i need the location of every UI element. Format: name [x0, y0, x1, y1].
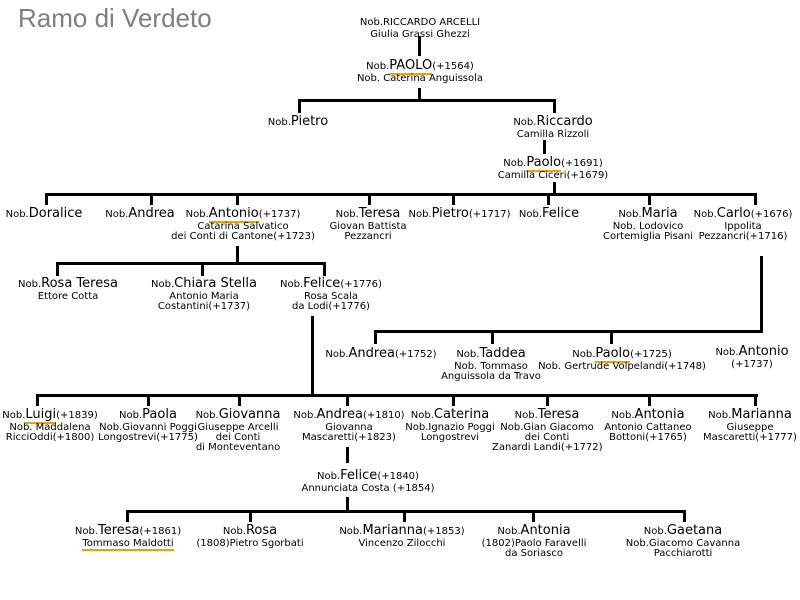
connector-line [543, 140, 546, 154]
person-paolo-1691: Nob.Paolo(+1691) Camilla Ciceri(+1679) [497, 155, 609, 181]
connector-line [418, 36, 421, 56]
person-marianna-1853: Nob.Marianna(+1853) Vincenzo Zilocchi [339, 523, 465, 549]
connector-line [452, 394, 455, 406]
connector-line [298, 99, 556, 102]
connector-line [754, 394, 757, 406]
connector-line [403, 510, 406, 522]
person-teresa: Nob.Teresa Giovan Battista Pezzancri [329, 206, 407, 242]
person-doralice: Nob.Doralice [5, 206, 83, 221]
person-felice-1840: Nob.Felice(+1840) Annunciata Costa (+185… [301, 468, 435, 494]
person-luigi-1839: Nob.Luigi(+1839) Nob. Maddalena RicciOdd… [2, 407, 98, 443]
connector-line [311, 316, 314, 397]
person-andrea: Nob.Andrea [105, 206, 175, 221]
connector-line [36, 394, 758, 397]
connector-line [754, 193, 757, 205]
connector-line [610, 330, 613, 344]
connector-line [418, 88, 421, 100]
person-antonia-2: Nob.Antonia (1802)Paolo Faravelli da Sor… [481, 523, 587, 559]
person-carlo-1676: Nob.Carlo(+1676) Ippolita Pezzancri(+171… [693, 206, 793, 242]
connector-line [56, 262, 59, 276]
connector-line [547, 193, 550, 205]
connector-line [346, 394, 349, 406]
connector-line [553, 182, 556, 194]
connector-line [298, 99, 301, 113]
connector-line [553, 99, 556, 113]
connector-line [36, 394, 39, 406]
connector-line [346, 447, 349, 463]
person-giovanna: Nob.Giovanna Giuseppe Arcelli dei Conti … [195, 407, 281, 453]
connector-line [147, 394, 150, 406]
tree-title: Ramo di Verdeto [18, 3, 212, 33]
connector-line [546, 394, 549, 406]
person-felice-1776: Nob.Felice(+1776) Rosa Scala da Lodi(+17… [280, 276, 382, 312]
connector-line [683, 510, 686, 522]
person-riccardo-arcelli: Nob.RICCARDO ARCELLI Giulia Grassi Ghezz… [359, 17, 481, 40]
connector-line [368, 193, 371, 205]
person-marianna: Nob.Marianna Giuseppe Mascaretti(+1777) [703, 407, 797, 443]
connector-line [532, 510, 535, 522]
connector-line [648, 394, 651, 406]
connector-line [201, 262, 204, 276]
connector-line [150, 193, 153, 205]
connector-line [238, 394, 241, 406]
person-pietro-1717: Nob.Pietro(+1717) [408, 206, 511, 221]
person-pietro: Nob.Pietro [267, 114, 329, 129]
person-gaetana: Nob.Gaetana Nob.Giacomo Cavanna Pacchiar… [625, 523, 741, 559]
person-taddea: Nob.Taddea Nob. Tommaso Anguissola da Tr… [441, 346, 541, 382]
person-andrea-1752: Nob.Andrea(+1752) [325, 346, 437, 361]
person-andrea-1810: Nob.Andrea(+1810) Giovanna Mascaretti(+1… [293, 407, 405, 443]
connector-line [126, 510, 129, 522]
connector-line [452, 193, 455, 205]
person-felice: Nob.Felice [518, 206, 580, 221]
connector-line [249, 510, 252, 522]
connector-line [236, 246, 239, 263]
connector-line [648, 193, 651, 205]
connector-line [491, 330, 494, 344]
connector-line [126, 510, 686, 513]
connector-line [236, 193, 239, 205]
connector-line [374, 330, 377, 344]
person-antonio-1737: Nob.Antonio(+1737) Catarina Salvatico de… [171, 206, 315, 242]
person-antonia: Nob.Antonia Antonio Cattaneo Bottoni(+17… [604, 407, 692, 443]
person-rosa: Nob.Rosa (1808)Pietro Sgorbati [196, 523, 304, 549]
person-caterina: Nob.Caterina Nob.Ignazio Poggi Longostre… [405, 407, 495, 443]
person-paola: Nob.Paola Nob.Giovanni Poggi Longostrevi… [98, 407, 198, 443]
connector-line [45, 193, 48, 205]
person-paolo-1725: Nob.Paolo(+1725) Nob. Gertrude Volpeland… [538, 346, 706, 372]
person-maria: Nob.Maria Nob. Lodovico Cortemiglia Pisa… [602, 206, 694, 242]
person-teresa-2: Nob.Teresa Nob.Gian Giacomo dei Conti Za… [492, 407, 603, 453]
connector-line [374, 330, 763, 333]
person-chiara-stella: Nob.Chiara Stella Antonio Maria Costanti… [151, 276, 257, 312]
person-teresa-1861: Nob.Teresa(+1861) Tommaso Maldotti [74, 523, 182, 551]
connector-line [346, 497, 349, 511]
person-antonio-1737b: Nob.Antonio (+1737) [715, 344, 789, 370]
person-paolo-1564: Nob.PAOLO(+1564) Nob. Caterina Anguissol… [356, 58, 484, 84]
person-rosa-teresa: Nob.Rosa Teresa Ettore Cotta [18, 276, 118, 302]
connector-line [56, 262, 326, 265]
person-riccardo: Nob.Riccardo Camilla Rizzoli [513, 114, 593, 140]
connector-line [323, 262, 326, 276]
connector-line [760, 256, 763, 332]
connector-line [45, 193, 757, 196]
